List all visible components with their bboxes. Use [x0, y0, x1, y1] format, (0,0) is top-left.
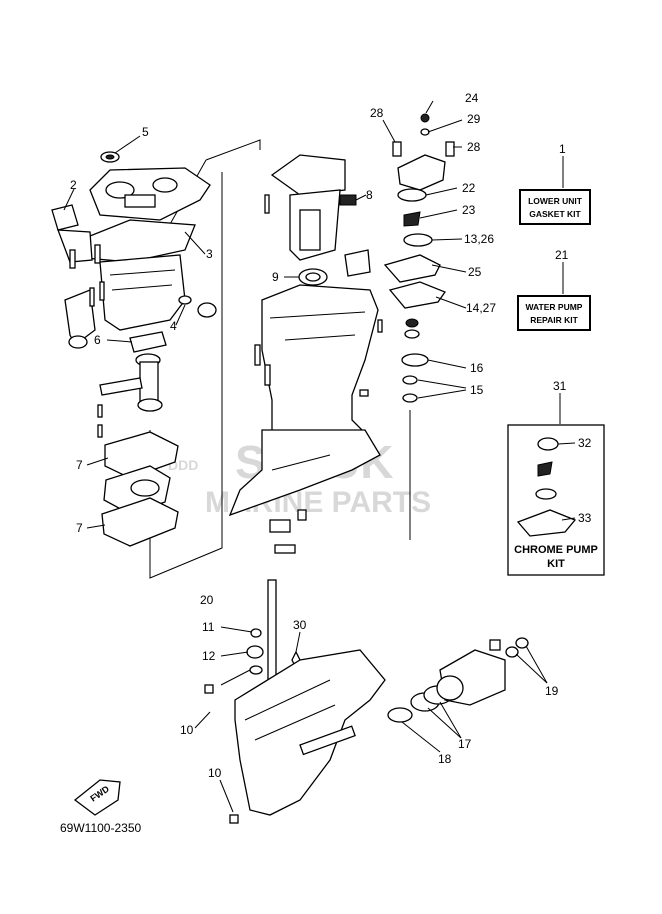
callout-10-upper: 10: [180, 723, 194, 737]
drive-shaft: [267, 579, 277, 681]
callout-17: 17: [458, 737, 472, 751]
callout-10-lower: 10: [208, 766, 222, 780]
part-20-washer: [250, 628, 262, 638]
part-7-gasket-lower: [101, 497, 179, 547]
callout-7-upper: 7: [76, 458, 83, 472]
callout-21: 21: [555, 248, 569, 262]
callout-2: 2: [70, 178, 77, 192]
part-19-seal-b: [515, 637, 529, 649]
kit-water-pump-line1: WATER PUMP: [526, 302, 583, 312]
part-15-seal-a: [402, 375, 418, 385]
callout-4: 4: [170, 319, 177, 333]
part-24-bolt: [420, 113, 430, 123]
part-12-shim: [249, 665, 263, 675]
part-28-bolt-right: [445, 141, 455, 157]
part-housing-skirt: [228, 429, 381, 517]
callout-22: 22: [462, 181, 476, 195]
callout-12: 12: [202, 649, 216, 663]
part-19-seal-a: [505, 646, 519, 658]
kit-lower-unit: LOWER UNIT GASKET KIT: [519, 156, 591, 225]
part-15-seal-b: [402, 393, 418, 403]
part-11-bearing: [246, 645, 264, 659]
part-22-insert: [397, 188, 427, 202]
part-pump-housing: [397, 154, 446, 191]
callout-25: 25: [468, 265, 482, 279]
callout-16: 16: [470, 361, 484, 375]
kit-chrome-pump-line1: CHROME PUMP: [514, 544, 598, 556]
callouts: 5 2 3 4 6 7 7 8 9 10 10 11 12 20 30 24 2…: [70, 91, 592, 780]
part-top-plate: [89, 167, 211, 221]
part-drive-shaft-housing: [261, 284, 379, 446]
callout-28-left: 28: [370, 106, 384, 120]
kit-chrome-pump-line2: KIT: [547, 558, 565, 570]
callout-20: 20: [200, 593, 214, 607]
diagram-code: 69W1100-2350: [60, 821, 141, 835]
callout-3: 3: [206, 247, 213, 261]
part-7-gasket-upper: [104, 431, 179, 479]
part-gearcase: [234, 649, 386, 816]
callout-33: 33: [578, 511, 592, 525]
drive-shaft-housing-group: [228, 154, 383, 554]
callout-19: 19: [545, 684, 559, 698]
callout-29: 29: [467, 112, 481, 126]
callout-14-27: 14,27: [466, 301, 496, 315]
callout-13-26: 13,26: [464, 232, 494, 246]
part-6-plate: [129, 331, 167, 353]
callout-23: 23: [462, 203, 476, 217]
callout-8: 8: [366, 188, 373, 202]
part-upper-case-top: [270, 154, 346, 196]
callout-32: 32: [578, 436, 592, 450]
callout-28-right: 28: [467, 140, 481, 154]
part-23-impeller: [403, 211, 421, 227]
callout-18: 18: [438, 752, 452, 766]
callout-6: 6: [94, 333, 101, 347]
part-4-plug: [178, 295, 192, 305]
kit-chrome-pump: CHROME PUMP KIT: [507, 393, 605, 576]
part-8-clip: [339, 194, 357, 206]
callout-5: 5: [142, 125, 149, 139]
propeller-shaft: [299, 725, 356, 756]
fwd-arrow-icon: FWD: [73, 779, 121, 816]
part-16-oring: [401, 353, 429, 367]
kit-water-pump-line2: REPAIR KIT: [530, 315, 578, 325]
part-29-washer: [420, 128, 430, 136]
kit-lower-unit-line2: GASKET KIT: [529, 209, 581, 219]
callout-7-lower: 7: [76, 521, 83, 535]
callout-30: 30: [293, 618, 307, 632]
part-25-plate: [383, 254, 441, 283]
callout-24: 24: [465, 91, 479, 105]
part-14-27-gasket: [388, 281, 447, 309]
part-18-oring: [387, 707, 413, 723]
upper-casing-group: [51, 151, 217, 547]
leader-lines: [63, 100, 576, 813]
callout-11: 11: [202, 620, 215, 634]
callout-31: 31: [553, 379, 567, 393]
kit-lower-unit-line1: LOWER UNIT: [528, 196, 583, 206]
water-pump-group: [383, 113, 455, 540]
callout-1: 1: [559, 142, 566, 156]
kit-water-pump: WATER PUMP REPAIR KIT: [517, 262, 591, 331]
part-13-26-gasket: [403, 233, 433, 247]
callout-15: 15: [470, 383, 484, 397]
gearcase-group: [204, 579, 529, 824]
callout-9: 9: [272, 270, 279, 284]
part-28-bolt-left: [392, 141, 402, 157]
